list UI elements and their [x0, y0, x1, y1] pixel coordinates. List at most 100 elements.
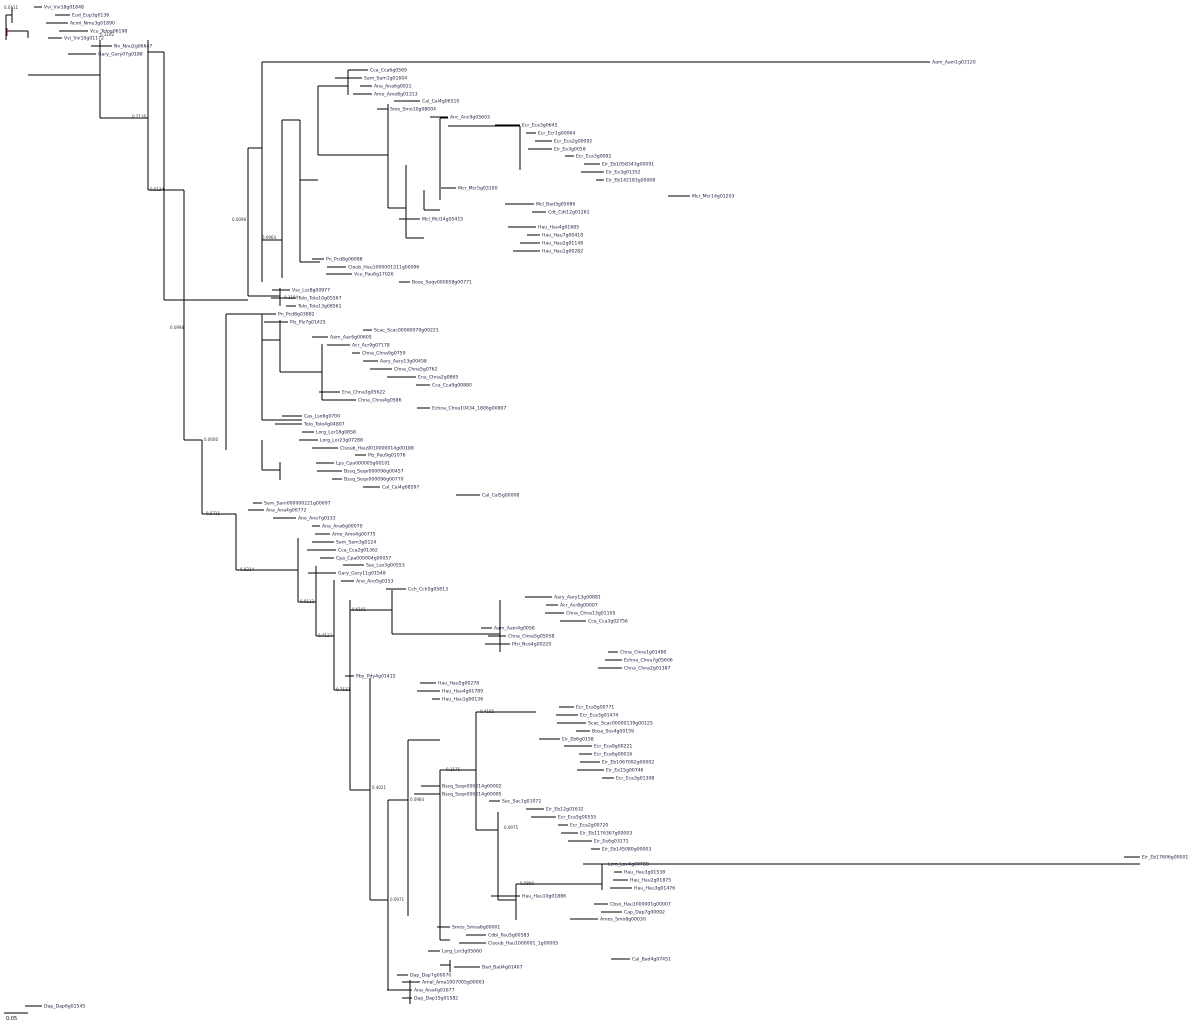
- branch-support-label: 0.0098: [232, 217, 246, 222]
- leaf-label: Plz_Plz7g01425: [290, 320, 326, 326]
- leaf-label: Hau_Hau1g00136: [442, 697, 483, 703]
- leaf-label: Ecr_Eca3g0645: [522, 123, 557, 129]
- branch-support-label: 0.0899: [520, 881, 534, 886]
- branch-support-label: 0.5711: [206, 511, 220, 516]
- leaf-label: Eir_Eb1067092g00002: [602, 760, 654, 766]
- leaf-label: Amo_Amo8g01313: [374, 92, 418, 98]
- leaf-label: Sam_Sam000000221g00697: [264, 501, 331, 507]
- leaf-label: Cal_Cal4g06510: [422, 99, 459, 105]
- leaf-label: Hau_Hau1g00282: [542, 249, 583, 255]
- leaf-label: Amos_Smo8g00030: [600, 917, 646, 923]
- leaf-label: Hau_Hau7g00418: [542, 233, 583, 239]
- leaf-label: Scac_Scac00000070g00221: [374, 328, 439, 334]
- leaf-label: Cch_Cch5g05813: [408, 587, 448, 593]
- leaf-label: Bosa_Sos4g00159: [592, 729, 634, 735]
- leaf-label: Ana_Ana6g0021: [374, 84, 412, 90]
- leaf-label: Chna_Chna5g05058: [508, 634, 555, 640]
- branch-support-label: 0.2116: [132, 114, 146, 119]
- branch-support-label: 0.5134: [150, 187, 164, 192]
- leaf-label: Eir_Eb145080g00003: [602, 847, 651, 853]
- leaf-label: Sam_Sam3g0124: [336, 540, 376, 546]
- leaf-label: Echna_Chna10434_1806g00807: [432, 406, 506, 412]
- branch-support-label: 0.4105: [480, 709, 494, 714]
- leaf-label: Ecr_Eca3g01308: [616, 776, 654, 782]
- leaf-label: Ano_Ano5g0153: [356, 579, 394, 585]
- leaf-label: Chna_Chna1g01480: [620, 650, 667, 656]
- leaf-label: Eud_Eup3g0136: [72, 13, 109, 19]
- leaf-label: Gary_Gary07g0188: [98, 52, 143, 58]
- leaf-label: Nn_Nnu2g06647: [114, 44, 152, 50]
- leaf-label: Mcl_Mcl14g05415: [422, 217, 463, 223]
- leaf-label: Bssq_Seqv000014g00095: [442, 792, 502, 798]
- leaf-label: Eir_Eb1176367g00003: [580, 831, 632, 837]
- branch-support-label: 0.4021: [372, 785, 386, 790]
- leaf-label: Gary_Gary11g01548: [338, 571, 386, 577]
- leaf-label: Amal_Ama1007005g00003: [422, 980, 485, 986]
- leaf-label: Aam_Aam4g0058: [494, 626, 535, 632]
- leaf-label: Hau_Hau3g01476: [634, 886, 675, 892]
- leaf-label: Eir_Eb6g0158: [562, 737, 594, 743]
- leaf-label: Cbso_Hau1000001g00007: [610, 902, 671, 908]
- leaf-label: Hau_Hau5g00278: [438, 681, 479, 687]
- leaf-label: Echna_Chna7g05606: [624, 658, 673, 664]
- leaf-label: Tolo_Tolo10g05567: [297, 296, 342, 302]
- leaf-label: Clsoub_Hau1000001_1g00005: [488, 941, 558, 947]
- leaf-label: Lorg_Lor3g05060: [442, 949, 482, 955]
- leaf-label: Dap_Dap15g01582: [414, 996, 458, 1002]
- leaf-label: Ano_Ano7g0133: [298, 516, 336, 522]
- leaf-label: Chna_Chna5g0762: [394, 367, 438, 373]
- leaf-label: Cca_Cca6g0569: [370, 68, 407, 74]
- leaf-label: Ecr_Eca3g01474: [580, 713, 618, 719]
- leaf-label: Eir_Ee6g03171: [594, 839, 629, 845]
- leaf-label: Eir_Ee15g00746: [606, 768, 644, 774]
- leaf-label: Cap_Dap7g00092: [624, 910, 665, 916]
- branch-support-label: 0.3102: [100, 32, 114, 37]
- leaf-label: Hau_Hau4g01685: [538, 225, 579, 231]
- leaf-label: Pn_Pcd8g06088: [326, 257, 363, 263]
- branch-support-label: 0.0975: [504, 825, 518, 830]
- leaf-label: Lorg_Lor18g0858: [316, 430, 356, 436]
- leaf-label: Sas_Lso3g00553: [366, 563, 405, 569]
- leaf-label: Vss_Lss8g00977: [292, 288, 330, 294]
- leaf-label: Cal_Cal5g00008: [482, 493, 519, 499]
- branch-support-label: 0.0964: [262, 235, 276, 240]
- leaf-label: Cal_Cal4g08597: [382, 485, 419, 491]
- leaf-label: Bssq_Seqv000096g00770: [344, 477, 404, 483]
- leaf-label: Bad_Bad4g01407: [482, 965, 523, 971]
- leaf-label: Ecr_Eca3g0092: [576, 154, 611, 160]
- leaf-label: Chna_Chna2g01387: [624, 666, 671, 672]
- tree-branches: [5, 6, 1140, 1007]
- leaf-label: Anc_Anc9g05603: [450, 115, 490, 121]
- leaf-label: Ana_Ana4g00772: [266, 508, 307, 514]
- leaf-label: Lorg_Lor23g07288: [320, 438, 363, 444]
- leaf-label: Cas_Lso6g0700: [304, 414, 340, 420]
- leaf-label: Acmi_Nmu3g01890: [70, 21, 115, 27]
- leaf-label: Eir_Eb142183g00008: [606, 178, 655, 184]
- leaf-label: Aary_Aary13g00881: [554, 595, 601, 601]
- leaf-label: Cdt_Cdt12g01261: [548, 210, 590, 216]
- leaf-label: Hau_Hau10g01886: [522, 894, 566, 900]
- leaf-label: Dap_Dap7g00070: [410, 973, 451, 979]
- leaf-label: Hau_Hau3g01538: [624, 870, 665, 876]
- leaf-label: Bose_Seqv000058g00771: [412, 280, 472, 286]
- leaf-label: Cca_Cca3g02756: [588, 619, 628, 625]
- leaf-label: Mcr_Mcr14g01203: [692, 194, 735, 200]
- leaf-label: Acr_Acr9g07178: [352, 343, 390, 349]
- leaf-label: Acr_Acr8g00007: [560, 603, 598, 609]
- leaf-label: Pby_Pdy4g01415: [356, 674, 396, 680]
- leaf-label: Pn_Pcd8g03882: [278, 312, 315, 318]
- branch-support-label: 0.0111: [4, 5, 18, 10]
- leaf-label: Eir_Eb12g01632: [546, 807, 584, 813]
- leaf-label: Bssq_Seqv000014g00002: [442, 784, 502, 790]
- leaf-label: Tolo_Tolo4g04807: [303, 422, 345, 428]
- leaf-label: Plz_Pau9g01076: [368, 453, 406, 459]
- branch-support-label: 0.0984: [410, 797, 424, 802]
- leaf-label: Ena_Chna3g05622: [342, 390, 385, 396]
- leaf-label: Aary_Aary13g00458: [380, 359, 427, 365]
- leaf-label: Ecr_Eca5g00555: [558, 815, 596, 821]
- leaf-label: Hau_Hau4g01789: [442, 689, 483, 695]
- scale-bar-label: 0.05: [6, 1016, 17, 1022]
- leaf-label: Vvi_Vvi10g01172: [64, 36, 104, 42]
- leaf-label: Smo_Smo10g08004: [390, 107, 436, 113]
- leaf-label: Sam_Sam1g01604: [364, 76, 407, 82]
